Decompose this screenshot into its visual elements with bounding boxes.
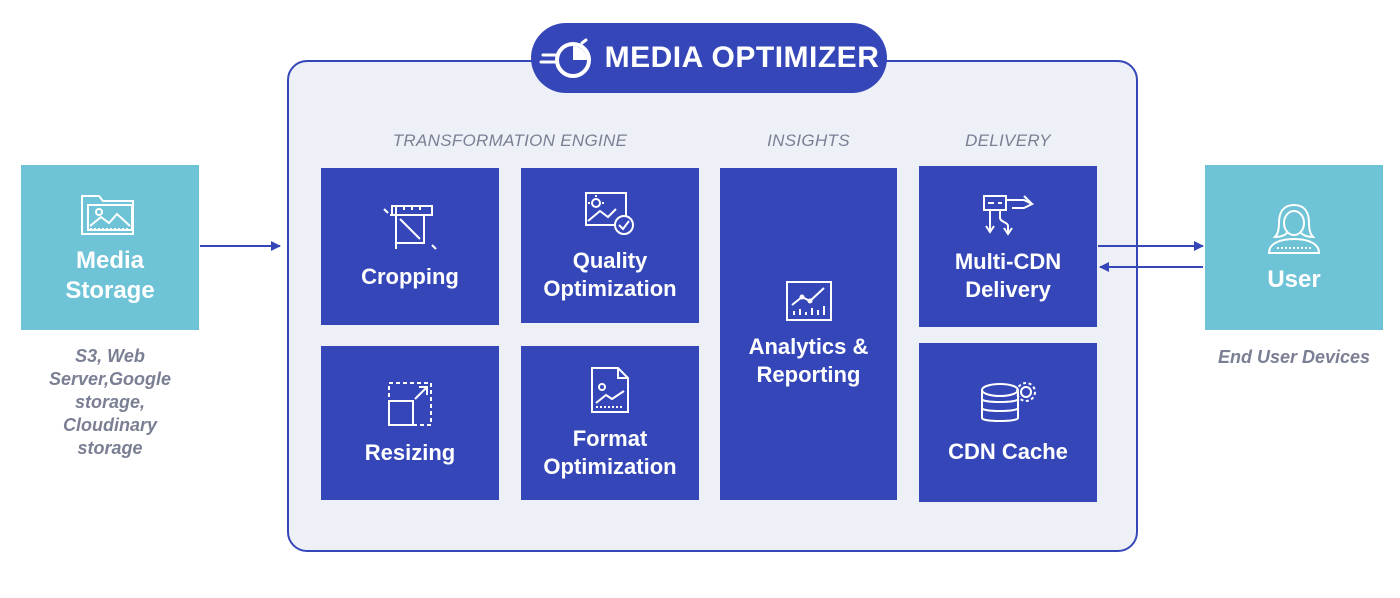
- cropping-title: Cropping: [361, 263, 459, 289]
- multi-cdn-delivery-card: Multi-CDN Delivery: [919, 166, 1097, 327]
- media-optimizer-badge: MEDIA OPTIMIZER: [531, 23, 887, 93]
- database-gear-icon: [981, 381, 1036, 422]
- media-storage-box: Media Storage: [21, 165, 199, 330]
- user-box: User: [1205, 165, 1383, 330]
- file-image-icon: [591, 367, 629, 413]
- resize-icon: [388, 382, 432, 426]
- format-optimization-card: Format Optimization: [521, 346, 699, 500]
- quality-optimization-card: Quality Optimization: [521, 168, 699, 323]
- media-storage-title: Media Storage: [65, 246, 155, 304]
- section-label-insights: INSIGHTS: [767, 131, 850, 150]
- analytics-reporting-card: Analytics & Reporting: [720, 168, 897, 500]
- user-title: User: [1267, 265, 1321, 293]
- cropping-card: Cropping: [321, 168, 499, 325]
- section-label-delivery: DELIVERY: [965, 131, 1051, 150]
- section-label-transformation: TRANSFORMATION ENGINE: [392, 131, 628, 150]
- user-icon: [1267, 203, 1321, 254]
- page-title: MEDIA OPTIMIZER: [604, 41, 880, 74]
- user-caption: End User Devices: [1217, 347, 1371, 367]
- chart-icon: [785, 281, 832, 321]
- resizing-card: Resizing: [321, 346, 499, 500]
- format-optimization-title: Format Optimization: [543, 426, 677, 479]
- multi-cdn-delivery-title: Multi-CDN Delivery: [954, 248, 1062, 302]
- crop-icon: [383, 204, 437, 250]
- stopwatch-icon: [539, 38, 591, 78]
- cdn-cache-card: CDN Cache: [919, 343, 1097, 502]
- media-storage-caption: S3, Web Server,Google storage, Cloudinar…: [48, 346, 172, 458]
- image-check-icon: [585, 191, 634, 235]
- resizing-title: Resizing: [364, 440, 456, 465]
- cdn-cache-title: CDN Cache: [948, 438, 1068, 464]
- routing-icon: [983, 194, 1035, 236]
- analytics-reporting-title: Analytics & Reporting: [748, 334, 869, 387]
- folder-image-icon: [81, 194, 134, 235]
- quality-optimization-title: Quality Optimization: [543, 247, 677, 301]
